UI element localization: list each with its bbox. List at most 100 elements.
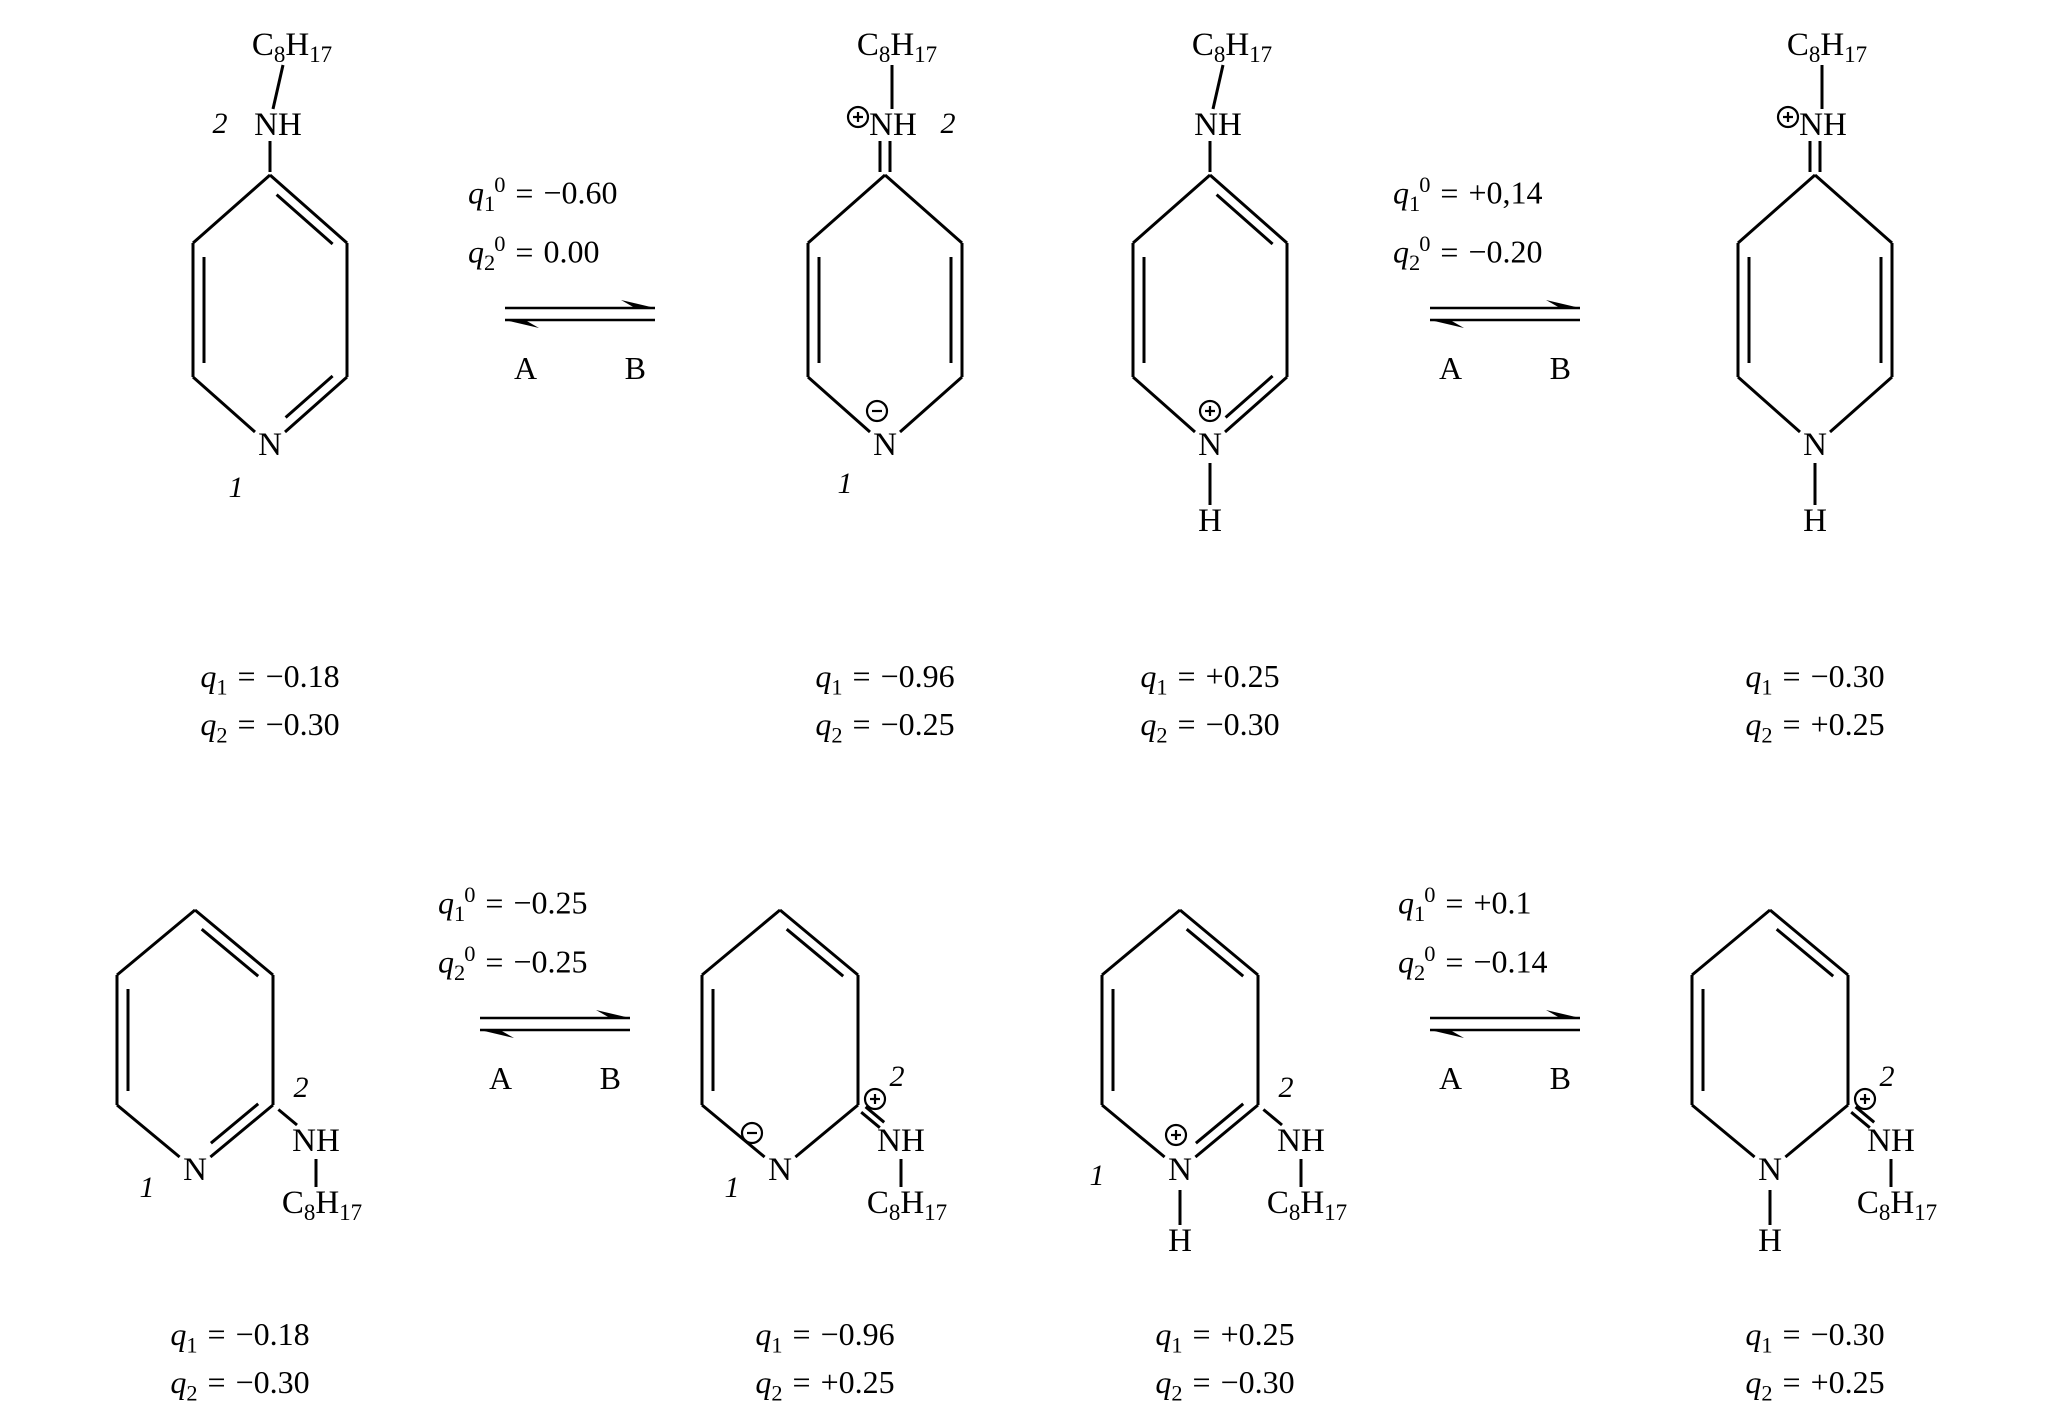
- bond: [1262, 1108, 1283, 1127]
- ring-bond: [1829, 375, 1893, 434]
- ring-bond: [1179, 908, 1259, 977]
- ring-double-bond: [284, 374, 334, 419]
- ring-nitrogen-label: N: [1803, 427, 1827, 463]
- charge-values: q1=−0.30 q2=+0.25: [1630, 1313, 2000, 1408]
- iminium-nh-label: NH: [877, 1123, 925, 1159]
- ring-nh-hydrogen-label: H: [1168, 1223, 1192, 1259]
- state-a-label: A: [1439, 1059, 1463, 1096]
- pyridine-ring: [191, 173, 349, 434]
- ring-bond: [284, 375, 348, 434]
- ring-double-bond: [200, 928, 260, 978]
- molecule-8: N H 2 NH C8H17 q1=−0.30 q2=+0.25: [1630, 845, 2000, 1408]
- state-a-label: A: [489, 1059, 513, 1096]
- ring-nh-hydrogen-label: H: [1803, 503, 1827, 539]
- positive-charge-icon: [1853, 1087, 1877, 1111]
- charge-values: q1=+0.25 q2=−0.30: [1040, 1313, 1410, 1408]
- negative-charge-icon: [865, 399, 889, 423]
- molecule-1: C8H17 2 NH N 1 q1=−0.18 q2=−0.30: [120, 15, 420, 750]
- structure-7-diagram: N 1 H 2 NH C8H17: [1090, 908, 1347, 1259]
- position-2-label: 2: [941, 107, 956, 140]
- q1-value: q1=−0.96: [755, 1316, 895, 1358]
- ring-bond: [1132, 375, 1196, 434]
- state-labels: A B: [1425, 350, 1585, 387]
- pyridine-ring: [700, 908, 860, 1159]
- ring-bond: [116, 1103, 181, 1159]
- positive-charge-icon: [1164, 1123, 1188, 1147]
- charge-values: q1=−0.18 q2=−0.30: [55, 1313, 425, 1408]
- ring-double-bond: [209, 1102, 260, 1145]
- ring-bond: [1209, 173, 1288, 245]
- equilibrium-2: q10=+0,14 q20=−0.20 A B: [1385, 170, 1625, 387]
- octyl-chain-label: C8H17: [282, 1185, 362, 1225]
- q1-value: q1=+0.25: [1155, 1316, 1295, 1358]
- ring-bond: [116, 908, 196, 977]
- ring-bond: [1784, 1103, 1849, 1159]
- structure-1-diagram: C8H17 2 NH N 1: [191, 27, 349, 504]
- ring-bond: [192, 375, 256, 434]
- ring-bond: [899, 375, 963, 434]
- amine-nh-label: NH: [254, 107, 302, 143]
- equilibrium-charges: q10=−0.60 q20=0.00: [460, 170, 700, 279]
- double-bond: [864, 1105, 886, 1124]
- q2-value: q2=−0.30: [170, 1363, 310, 1406]
- ring-bond: [1691, 1103, 1756, 1159]
- ring-double-bond: [785, 928, 845, 978]
- state-a-label: A: [1439, 349, 1463, 386]
- ring-bond: [1132, 173, 1211, 245]
- charge-values: q1=−0.96 q2=−0.25: [735, 655, 1035, 750]
- q2-value: q2=+0.25: [1745, 705, 1885, 748]
- amine-nh-label: NH: [292, 1123, 340, 1159]
- q2-value: q2=−0.30: [200, 705, 340, 748]
- ring-double-bond: [1194, 1102, 1245, 1145]
- ring-bond: [794, 1103, 859, 1159]
- ring-nitrogen-label: N: [873, 427, 897, 463]
- amine-nh-label: NH: [1277, 1123, 1325, 1159]
- equilibrium-charges: q10=+0,14 q20=−0.20: [1385, 170, 1625, 279]
- state-b-label: B: [1549, 1059, 1571, 1096]
- q1-0-value: q10=+0.1: [1398, 882, 1532, 927]
- ring-double-bond: [1775, 928, 1835, 978]
- state-b-label: B: [624, 349, 646, 386]
- q1-0-value: q10=−0.60: [468, 172, 618, 217]
- equilibrium-1: q10=−0.60 q20=0.00 A B: [460, 170, 700, 387]
- equilibrium-3: q10=−0.25 q20=−0.25 A B: [430, 880, 680, 1097]
- state-a-label: A: [514, 349, 538, 386]
- amine-nh-label: NH: [1194, 107, 1242, 143]
- molecule-3: C8H17 NH N H q1=+0.25: [1060, 15, 1360, 750]
- molecule-7: N 1 H 2 NH C8H17 q1=+0.25 q2=−0.30: [1040, 845, 1410, 1408]
- q2-0-value: q20=−0.14: [1398, 941, 1548, 986]
- ring-double-bond: [275, 193, 334, 246]
- ring-bond: [1769, 908, 1849, 977]
- charge-values: q1=−0.96 q2=+0.25: [640, 1313, 1010, 1408]
- equilibrium-charges: q10=+0.1 q20=−0.14: [1390, 880, 1620, 989]
- position-1-label: 1: [229, 471, 244, 504]
- iminium-nh-label: NH: [1799, 107, 1847, 143]
- positive-charge-icon: [1776, 105, 1800, 129]
- iminium-nh-label: NH: [869, 107, 917, 143]
- state-labels: A B: [1425, 1060, 1585, 1097]
- equilibrium-4: q10=+0.1 q20=−0.14 A B: [1390, 880, 1620, 1097]
- equilibrium-arrows-icon: [1430, 299, 1580, 328]
- ring-bond: [779, 908, 859, 977]
- ring-bond: [1101, 1103, 1166, 1159]
- structure-8-diagram: N H 2 NH C8H17: [1690, 908, 1937, 1259]
- double-bond: [860, 1111, 881, 1129]
- ring-nitrogen-label: N: [183, 1152, 207, 1188]
- ring-double-bond: [1215, 193, 1274, 246]
- ring-bond: [1737, 173, 1816, 245]
- octyl-chain-label: C8H17: [867, 1185, 947, 1225]
- ring-bond: [209, 1103, 274, 1159]
- q1-value: q1=−0.18: [170, 1316, 310, 1358]
- iminium-nh-label: NH: [1867, 1123, 1915, 1159]
- octyl-chain-label: C8H17: [1857, 1185, 1937, 1225]
- ring-bond: [1691, 908, 1771, 977]
- position-2-label: 2: [890, 1060, 905, 1093]
- structure-6-diagram: N 1 2 NH C8H17: [700, 908, 947, 1225]
- q1-value: q1=−0.30: [1745, 658, 1885, 700]
- ring-nitrogen-label: N: [1168, 1152, 1192, 1188]
- q1-0-value: q10=−0.25: [438, 882, 588, 927]
- charge-values: q1=+0.25 q2=−0.30: [1060, 655, 1360, 750]
- ring-bond: [701, 1103, 766, 1159]
- q1-0-value: q10=+0,14: [1393, 172, 1543, 217]
